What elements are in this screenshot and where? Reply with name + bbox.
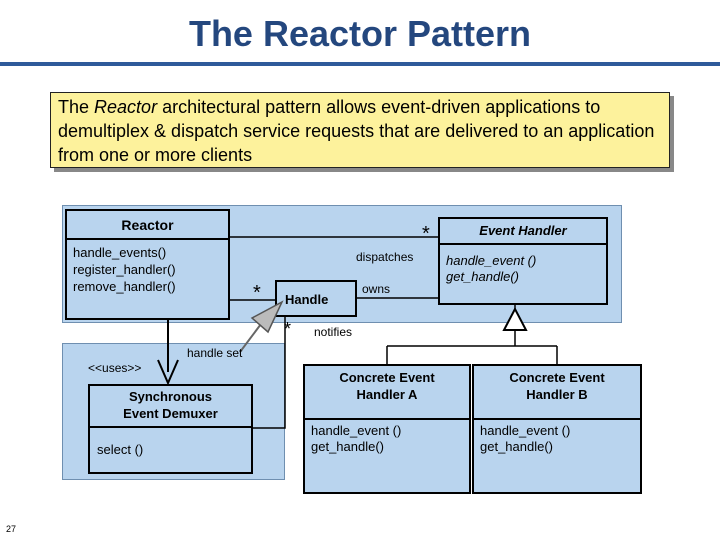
notifies-label: notifies <box>314 325 353 339</box>
demuxer-method: select () <box>97 442 144 457</box>
handle-name: Handle <box>285 292 329 307</box>
reactor-method: remove_handler() <box>73 279 176 294</box>
inheritance-triangle <box>502 306 528 331</box>
handler-a-method: handle_event () <box>311 423 402 438</box>
multiplicity-star: * <box>284 319 292 339</box>
handler-b-method: get_handle() <box>480 439 553 454</box>
handler-a-method: get_handle() <box>311 439 384 454</box>
owns-label: owns <box>362 282 391 296</box>
handler-b-separator <box>472 418 642 420</box>
reactor-class: Reactor <box>65 209 230 320</box>
description-emphasis: Reactor <box>94 97 158 117</box>
handler-b-class <box>472 364 642 494</box>
reactor-method: handle_events() <box>73 245 167 260</box>
multiplicity-star: * <box>422 223 430 245</box>
description-suffix: architectural pattern allows event-drive… <box>58 97 655 165</box>
event-handler-separator <box>438 243 608 245</box>
handle-class: Handle <box>275 280 357 317</box>
page-title: The Reactor Pattern <box>188 13 532 54</box>
handler-b-name-line2: Handler B <box>526 387 588 402</box>
handler-a-class <box>303 364 471 494</box>
handler-a-name-line1: Concrete Event <box>339 370 435 385</box>
demuxer-name-line1: Synchronous <box>128 389 213 404</box>
page-number: 27 <box>6 524 17 534</box>
dispatches-label: dispatches <box>356 250 414 264</box>
event-handler-name: Event Handler <box>479 223 567 238</box>
reactor-name: Reactor <box>121 217 174 233</box>
uses-label: <<uses>> <box>88 361 142 375</box>
demuxer-class <box>88 384 253 474</box>
handler-a-name-line2: Handler A <box>356 387 418 402</box>
handle-set-label: handle set <box>187 346 243 360</box>
demuxer-separator <box>88 426 253 428</box>
demuxer-name-line2: Event Demuxer <box>123 406 218 421</box>
reactor-separator <box>65 238 230 240</box>
reactor-method: register_handler() <box>73 262 176 277</box>
handler-b-name-line1: Concrete Event <box>509 370 605 385</box>
event-handler-method: get_handle() <box>446 269 519 284</box>
notifies-line <box>253 317 286 429</box>
event-handler-class: Event Handler <box>438 217 608 305</box>
description-box: The Reactor architectural pattern allows… <box>50 92 670 168</box>
multiplicity-star: * <box>253 282 261 304</box>
description-prefix: The <box>58 97 95 117</box>
handle-set-arrowhead <box>250 300 284 334</box>
uses-arrowhead <box>157 359 179 386</box>
handler-b-method: handle_event () <box>480 423 571 438</box>
title-underline <box>0 62 720 66</box>
event-handler-method: handle_event () <box>446 253 537 268</box>
handler-a-separator <box>303 418 471 420</box>
